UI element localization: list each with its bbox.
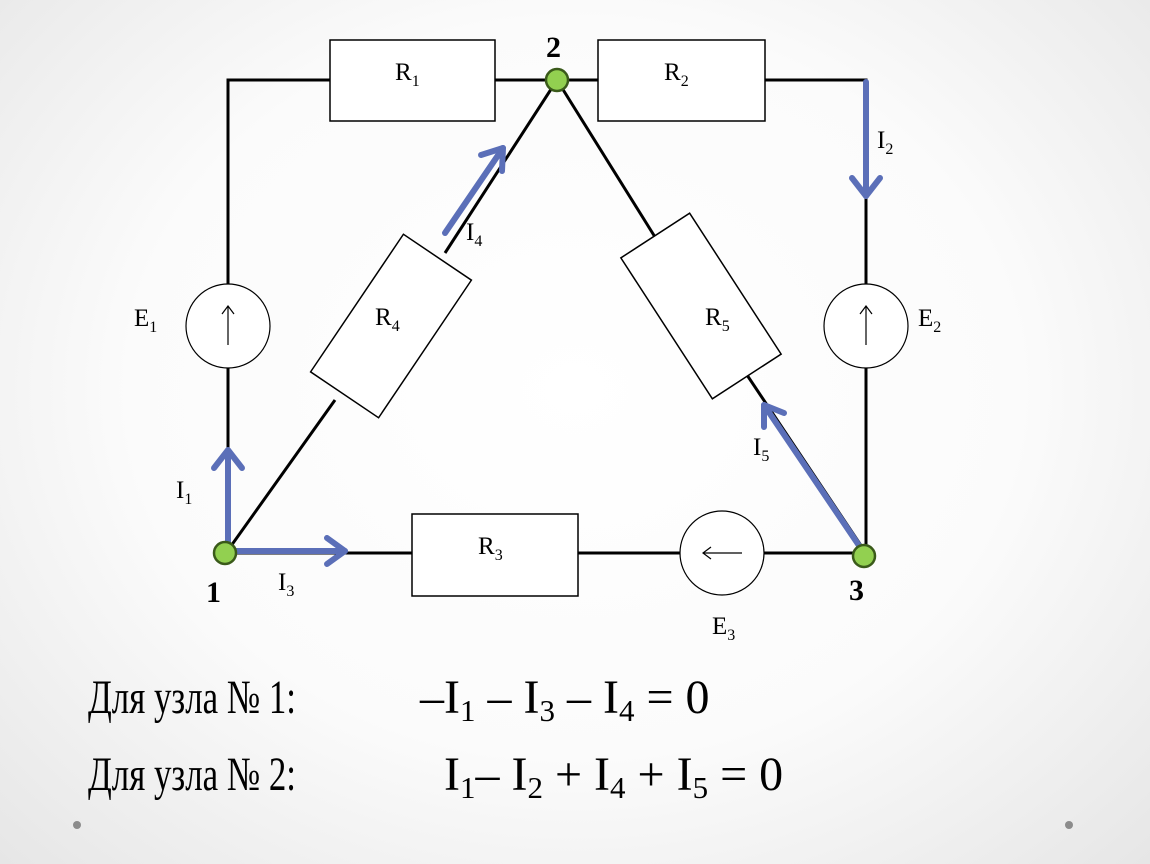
resistor-r5-label: R5 (705, 304, 730, 335)
equation-node-2: Для узла № 2: I1– I2 + I4 + I5 = 0 (88, 748, 783, 805)
circuit-wires (224, 78, 868, 555)
current-i1-label: I1 (176, 477, 192, 508)
current-i3-label: I3 (278, 569, 294, 600)
resistor-r4-label: R4 (375, 304, 400, 335)
resistor-r5: R5 (619, 212, 783, 400)
slide-dot-left (73, 821, 81, 829)
current-i2-label: I2 (877, 127, 893, 158)
resistor-r3-label: R3 (478, 533, 503, 564)
wire-right-top (765, 78, 868, 284)
current-i4-label: I4 (466, 219, 482, 250)
source-e1-label: E1 (134, 305, 157, 336)
source-e3-label: E3 (712, 613, 735, 644)
equation-2-prefix: Для узла № 2: (88, 748, 296, 801)
current-i1-arrow (211, 447, 245, 556)
source-e2-label: E2 (918, 305, 941, 336)
slide-dot-right (1065, 821, 1073, 829)
current-i3-arrow (227, 535, 348, 567)
source-e3 (679, 510, 765, 596)
equation-1-body: –I1 – I3 – I4 = 0 (419, 671, 710, 728)
resistor-r1-label: R1 (395, 59, 420, 90)
node-1 (212, 540, 238, 566)
source-e2 (823, 283, 909, 369)
source-e1 (185, 283, 271, 369)
equation-2-body: I1– I2 + I4 + I5 = 0 (444, 748, 783, 805)
current-i5-label: I5 (753, 434, 769, 465)
resistor-r3: R3 (411, 513, 579, 597)
resistor-r2-label: R2 (664, 59, 689, 90)
wire-diag-left-lower (224, 399, 337, 554)
resistor-r4: R4 (309, 233, 473, 419)
wire-left-top (226, 78, 330, 284)
resistor-r2: R2 (597, 39, 766, 122)
node-3 (851, 543, 877, 569)
wire-diag-right-upper (555, 79, 657, 238)
node-1-label: 1 (206, 576, 221, 609)
node-2-label: 2 (546, 31, 561, 64)
node-2 (544, 67, 570, 93)
current-i5-arrow (761, 402, 865, 553)
current-i2-arrow (849, 79, 883, 199)
resistor-r1: R1 (329, 39, 496, 122)
equation-1-prefix: Для узла № 1: (88, 671, 296, 724)
node-3-label: 3 (849, 574, 864, 607)
current-i4-arrow (442, 145, 506, 236)
equation-node-1: Для узла № 1: –I1 – I3 – I4 = 0 (88, 671, 710, 728)
